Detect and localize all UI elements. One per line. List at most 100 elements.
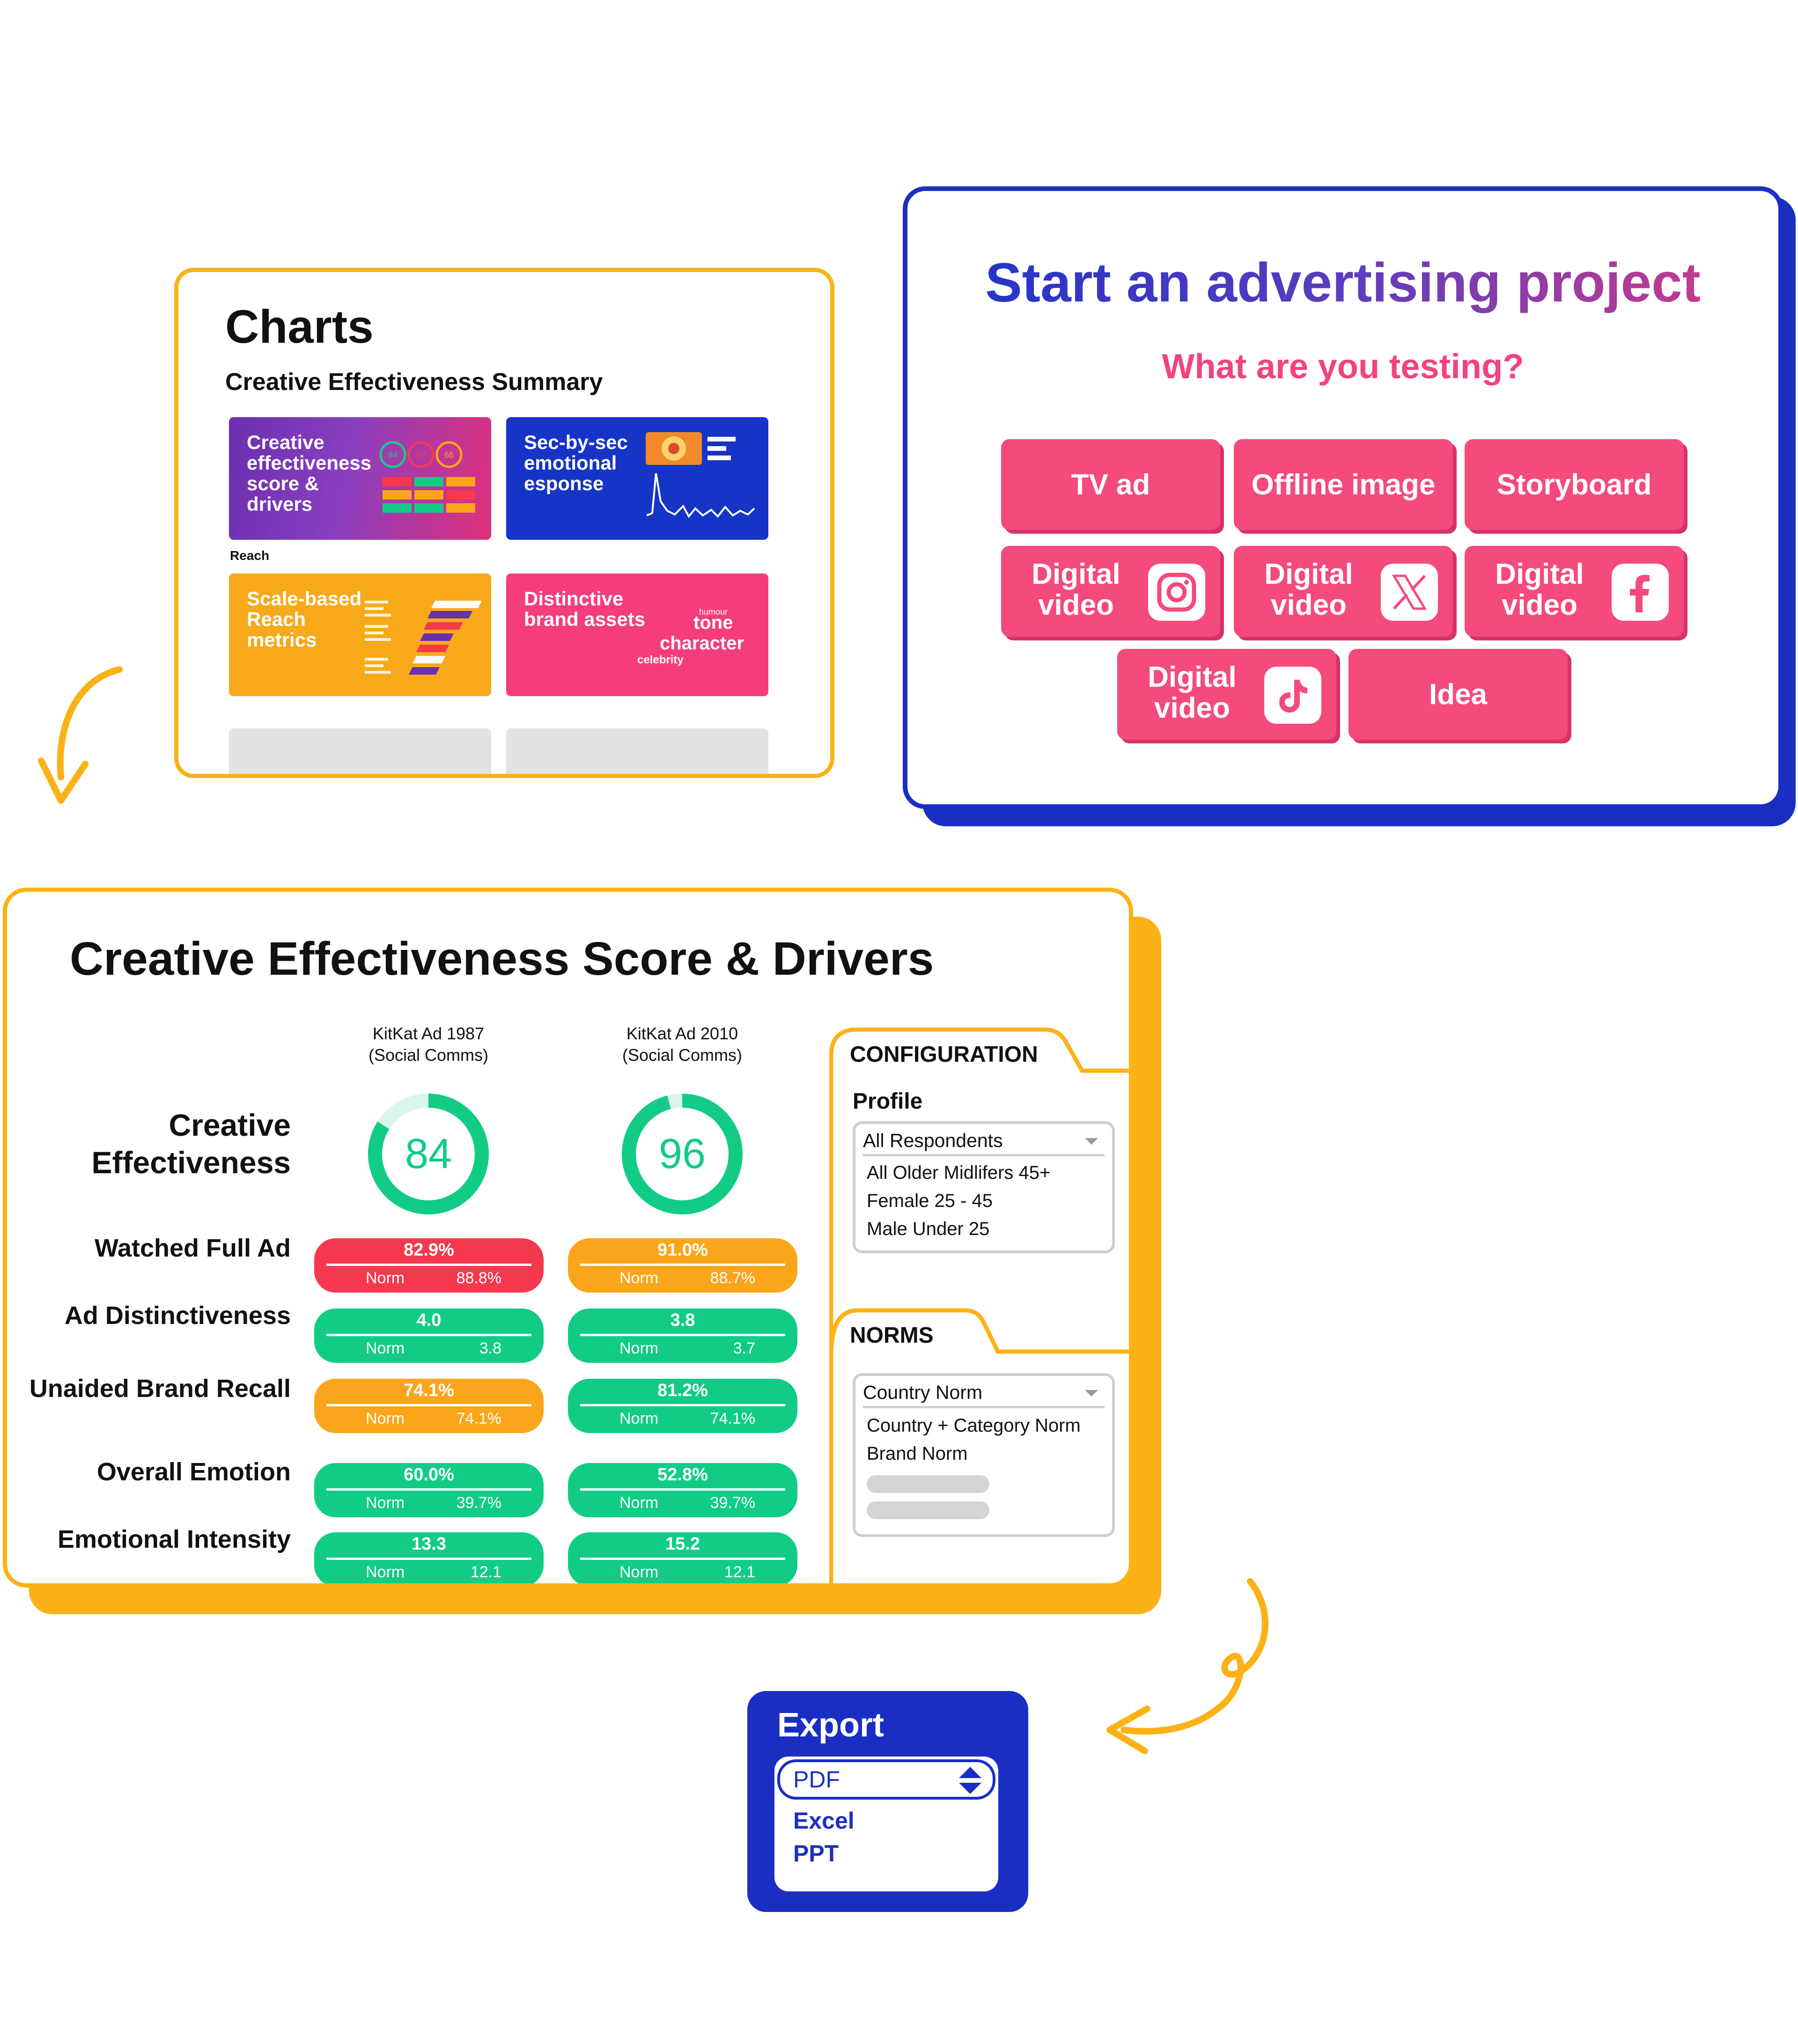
chevron-down-icon <box>1085 1138 1098 1145</box>
profile-select-value[interactable]: All Respondents <box>863 1127 1105 1156</box>
profile-label: Profile <box>853 1089 923 1114</box>
chart-tile-label: Scale-based Reach metrics <box>247 588 362 651</box>
mini-score-2: 87 <box>416 450 426 460</box>
button-label: Idea <box>1429 678 1488 711</box>
norm-label: Norm <box>366 1339 405 1357</box>
norm-value: 88.8% <box>456 1269 501 1287</box>
charts-title: Charts <box>225 301 374 353</box>
norms-option[interactable]: Brand Norm <box>867 1443 968 1464</box>
button-label: Digital video <box>1495 558 1584 621</box>
ring-row-label: Creative Effectiveness <box>91 1106 291 1181</box>
column-header-ad-1987: KitKat Ad 1987 (Social Comms) <box>330 1023 527 1066</box>
norm-label: Norm <box>366 1563 405 1581</box>
idea-button[interactable]: Idea <box>1348 649 1568 740</box>
norm-value: 39.7% <box>710 1494 755 1512</box>
norm-label: Norm <box>619 1563 659 1581</box>
configuration-tab[interactable]: CONFIGURATION <box>850 1042 1038 1067</box>
tiktok-icon <box>1264 667 1321 724</box>
mini-score-3: 66 <box>444 450 454 460</box>
score-value: 96 <box>659 1131 706 1177</box>
column-header-line2: (Social Comms) <box>622 1045 743 1065</box>
chart-tile-emotional-response[interactable]: Sec-by-sec emotional esponse <box>506 417 768 540</box>
column-header-ad-2010: KitKat Ad 2010 (Social Comms) <box>584 1023 781 1066</box>
norm-value: 12.1 <box>724 1563 755 1581</box>
norm-value: 39.7% <box>456 1494 501 1512</box>
chart-tile-label: Creative effectiveness score & drivers <box>247 431 372 515</box>
export-selected-format[interactable]: PDF <box>777 1759 995 1800</box>
digital-video-tiktok-button[interactable]: Digital video <box>1117 649 1336 740</box>
word-humour: humour <box>699 607 728 617</box>
metric-value: 52.8% <box>657 1465 708 1485</box>
chevron-down-icon <box>1085 1390 1098 1397</box>
profile-option[interactable]: Female 25 - 45 <box>867 1191 993 1211</box>
metric-pill: 15.2 Norm 12.1 <box>568 1532 797 1583</box>
norms-select[interactable]: Country Norm Country + Category Norm Bra… <box>853 1373 1115 1537</box>
profile-selected-text: All Respondents <box>863 1130 1003 1151</box>
charts-subtitle: Creative Effectiveness Summary <box>225 368 603 396</box>
chart-tile-creative-effectiveness[interactable]: Creative effectiveness score & drivers 8… <box>229 417 491 540</box>
export-panel: Export PDF Excel PPT <box>747 1691 1028 1912</box>
advertising-project-panel: Start an advertising project What are yo… <box>903 186 1783 809</box>
norm-label: Norm <box>366 1269 405 1287</box>
export-format-select[interactable]: PDF Excel PPT <box>774 1757 998 1891</box>
profile-select[interactable]: All Respondents All Older Midlifers 45+ … <box>853 1121 1115 1253</box>
norms-tab[interactable]: NORMS <box>850 1323 934 1348</box>
tv-ad-button[interactable]: TV ad <box>1001 439 1220 530</box>
metric-value: 60.0% <box>404 1465 454 1485</box>
sidebar-tab-outline <box>829 1028 1129 1583</box>
facebook-icon <box>1612 564 1669 621</box>
norm-label: Norm <box>366 1410 405 1427</box>
norms-option[interactable]: Country + Category Norm <box>867 1415 1081 1436</box>
chart-tile-brand-assets[interactable]: Distinctive brand assets tone character … <box>506 573 768 696</box>
chart-tile-label: Distinctive brand assets <box>524 588 646 630</box>
digital-video-x-button[interactable]: Digital video <box>1234 546 1453 637</box>
ring-row-label-line2: Effectiveness <box>91 1145 291 1180</box>
metric-value: 4.0 <box>416 1310 442 1330</box>
configuration-sidebar: CONFIGURATION Profile All Respondents Al… <box>829 1028 1129 1583</box>
storyboard-button[interactable]: Storyboard <box>1465 439 1684 530</box>
metric-label-overall-emotion: Overall Emotion <box>96 1458 291 1486</box>
metric-value: 13.3 <box>412 1534 446 1554</box>
word-cloud-graphic: tone character humour celebrity <box>637 607 744 666</box>
metric-pill: 13.3 Norm 12.1 <box>314 1532 544 1583</box>
norm-value: 74.1% <box>710 1410 755 1427</box>
norms-select-value[interactable]: Country Norm <box>863 1379 1105 1408</box>
placeholder-option <box>867 1501 989 1519</box>
metric-value: 3.8 <box>670 1310 695 1330</box>
norm-value: 12.1 <box>470 1563 501 1581</box>
x-icon <box>1381 564 1438 621</box>
metric-label-watched-full-ad: Watched Full Ad <box>95 1234 291 1262</box>
export-title: Export <box>777 1706 884 1744</box>
score-ring-ad-2010: 96 <box>622 1094 743 1214</box>
norms-selected-text: Country Norm <box>863 1382 983 1403</box>
norm-value: 88.7% <box>710 1269 755 1287</box>
button-label: Digital video <box>1148 661 1237 724</box>
mini-score-1: 84 <box>388 450 398 460</box>
score-value: 84 <box>405 1131 452 1177</box>
column-header-line1: KitKat Ad 1987 <box>372 1024 485 1043</box>
norm-value: 74.1% <box>456 1410 501 1427</box>
export-option[interactable]: PPT <box>793 1840 839 1867</box>
digital-video-facebook-button[interactable]: Digital video <box>1465 546 1684 637</box>
metric-label-ad-distinctiveness: Ad Distinctiveness <box>64 1301 291 1330</box>
metric-label-emotional-intensity: Emotional Intensity <box>57 1525 291 1553</box>
export-selected-text: PDF <box>793 1766 840 1793</box>
placeholder-option <box>867 1475 989 1493</box>
export-option[interactable]: Excel <box>793 1808 855 1834</box>
digital-video-instagram-button[interactable]: Digital video <box>1001 546 1220 637</box>
metric-value: 15.2 <box>665 1534 700 1554</box>
placeholder-tile <box>506 728 768 774</box>
offline-image-button[interactable]: Offline image <box>1234 439 1453 530</box>
profile-option[interactable]: Male Under 25 <box>867 1219 990 1239</box>
word-tone: tone <box>693 612 733 633</box>
norm-value: 3.7 <box>733 1339 755 1357</box>
profile-option[interactable]: All Older Midlifers 45+ <box>867 1162 1051 1183</box>
score-ring-arc <box>622 1094 743 1214</box>
chart-tile-reach-metrics[interactable]: Scale-based Reach metrics <box>229 573 491 696</box>
button-label: Digital video <box>1032 558 1120 621</box>
